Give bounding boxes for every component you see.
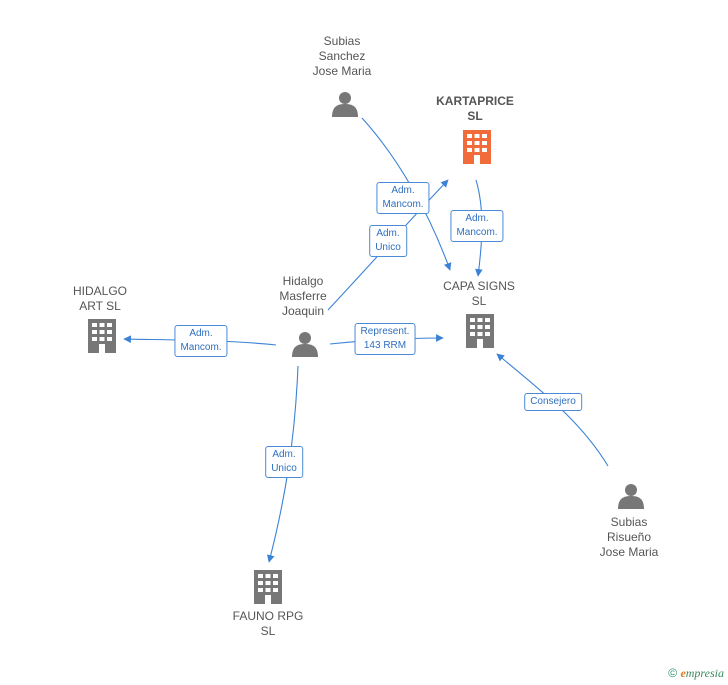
empresia-watermark: © empresia [668,666,724,681]
building-icon[interactable] [254,570,282,604]
edge-label-sanchez-capa: Adm. Mancom. [376,182,430,214]
edge-label-masferre-hidalgo-art: Adm. Mancom. [174,325,228,357]
node-label-fauno-rpg[interactable]: FAUNO RPG SL [232,609,304,638]
copyright-symbol: © [668,666,678,680]
building-icon[interactable] [466,314,494,348]
person-icon[interactable] [332,92,358,117]
edge-label-masferre-fauno: Adm. Unico [265,446,303,478]
node-label-capa-signs[interactable]: CAPA SIGNS SL [443,279,515,308]
edge-label-masferre-capa: Represent. 143 RRM [354,323,416,355]
node-label-kartaprice[interactable]: KARTAPRICE SL [436,94,514,123]
building-icon[interactable] [88,319,116,353]
edge-label-masferre-kartaprice: Adm. Unico [369,225,407,257]
person-icon[interactable] [292,332,318,357]
empresia-logo: empresia [680,666,724,680]
edge-label-risueno-capa: Consejero [524,393,582,411]
node-label-subias-sanchez[interactable]: Subias Sanchez Jose Maria [312,34,372,78]
node-label-hidalgo-masferre[interactable]: Hidalgo Masferre Joaquin [279,274,327,318]
person-icon[interactable] [618,484,644,509]
building-icon[interactable] [463,130,491,164]
edge-label-kartaprice-capa: Adm. Mancom. [450,210,504,242]
node-label-subias-risueno[interactable]: Subias Risueño Jose Maria [599,515,659,559]
node-label-hidalgo-art[interactable]: HIDALGO ART SL [72,284,128,313]
